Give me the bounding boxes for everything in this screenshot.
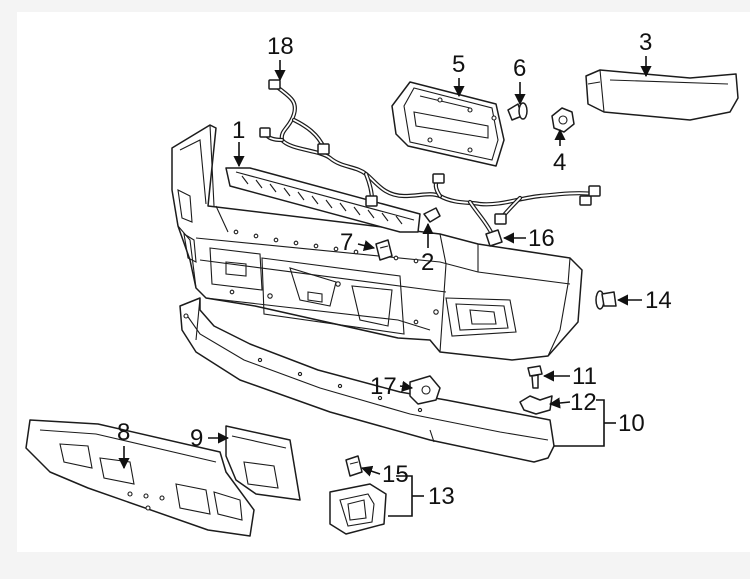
callout-16: 16 [528,225,555,252]
callout-15: 15 [382,461,409,488]
sensor-part-17[interactable] [409,375,441,405]
callout-13: 13 [428,483,455,510]
leader-lines [118,56,652,517]
mounting-bracket-part-5[interactable] [391,81,505,167]
callout-11: 11 [572,363,597,390]
bolt-part-14[interactable] [595,290,617,310]
callout-7: 7 [340,229,353,256]
clip-part-2[interactable] [423,207,441,223]
nut-part-4[interactable] [551,107,575,133]
callout-1: 1 [232,117,245,144]
clip-part-15[interactable] [345,455,363,477]
end-cap-part-3[interactable] [585,69,739,121]
callout-18: 18 [267,33,294,60]
push-pin-part-6[interactable] [507,102,528,121]
callout-10: 10 [618,410,645,437]
callout-4: 4 [553,149,566,176]
callout-9: 9 [190,425,203,452]
bolt-part-11[interactable] [527,365,543,389]
callout-12: 12 [570,389,597,416]
upper-grille-strip[interactable] [225,167,421,233]
wiring-harness[interactable] [259,79,601,237]
callout-8: 8 [117,419,130,446]
callout-2: 2 [421,249,434,276]
skid-plate-part-8[interactable] [25,419,255,537]
callout-3: 3 [639,29,652,56]
lower-valance-part-10[interactable] [179,297,555,463]
callout-5: 5 [452,51,465,78]
bumper-face-bar[interactable] [171,124,583,361]
clip-part-7[interactable] [375,239,393,261]
callout-labels: 18 1 5 6 3 4 7 2 16 14 11 12 10 17 8 9 1… [117,29,672,510]
fog-bezel-part-9[interactable] [225,425,301,501]
callout-6: 6 [513,55,526,82]
clip-part-16[interactable] [485,229,503,247]
callout-17: 17 [370,373,397,400]
fog-cover-part-13[interactable] [329,483,387,535]
callout-14: 14 [645,287,672,314]
wing-nut-part-12[interactable] [519,395,553,415]
